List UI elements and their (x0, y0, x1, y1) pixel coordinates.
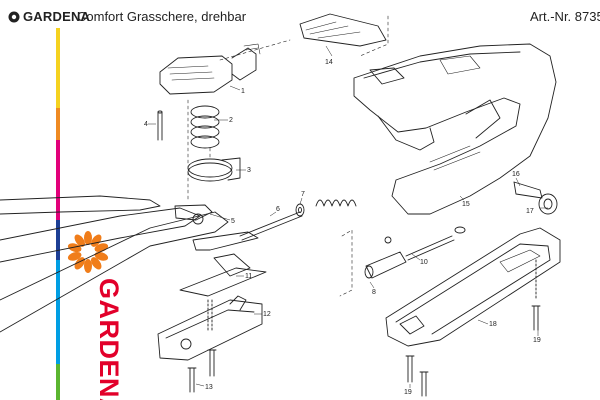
part-label-4: 4 (144, 121, 148, 128)
brand-name: GARDENA (23, 9, 91, 24)
part-label-19b: 19 (404, 389, 412, 396)
part-15-handle-top (353, 43, 557, 215)
part-label-12: 12 (263, 311, 271, 318)
gardena-flower-logo-icon (67, 231, 109, 273)
article-number: Art.-Nr. 8735 (530, 9, 600, 24)
part-13-screws (187, 299, 217, 393)
part-label-3: 3 (247, 167, 251, 174)
part-label-1: 1 (241, 88, 245, 95)
page-title: Comfort Grasschere, drehbar (77, 9, 247, 24)
color-stripe-magenta (56, 140, 60, 220)
part-label-14: 14 (325, 59, 333, 66)
gardena-logo-text: GARDENA (94, 278, 124, 400)
blade-assembly (0, 195, 259, 333)
part-label-15: 15 (462, 201, 470, 208)
part-14-finger-grip (299, 13, 387, 47)
part-label-17: 17 (526, 208, 534, 215)
part-label-13: 13 (205, 384, 213, 391)
part-label-5: 5 (231, 218, 235, 225)
color-stripe-cyan (56, 260, 60, 364)
part-label-19a: 19 (533, 337, 541, 344)
part-18-base-tray (385, 227, 561, 347)
part-label-2: 2 (229, 117, 233, 124)
spring-right (315, 199, 357, 207)
guide-lines (187, 15, 389, 297)
part-2-spring (190, 105, 220, 149)
part-label-18: 18 (489, 321, 497, 328)
color-stripe-orange (56, 108, 60, 140)
part-label-11: 11 (245, 273, 252, 280)
part-19-screws (405, 259, 541, 397)
part-label-10: 10 (420, 259, 428, 266)
part-label-7: 7 (301, 191, 305, 198)
part-label-6: 6 (276, 206, 280, 213)
header-brand: GARDENA (8, 9, 90, 24)
part-6-rod (239, 211, 303, 241)
part-8-roller (364, 236, 407, 279)
part-12-lower-housing (157, 295, 263, 361)
gardena-flower-icon (8, 11, 20, 22)
part-15-handle-grip (377, 99, 501, 151)
color-stripe-yellow (56, 28, 60, 108)
color-stripe-green (56, 364, 60, 400)
part-11-plate (179, 267, 267, 297)
part-16-shaft (513, 181, 543, 199)
color-stripe-blue (56, 220, 60, 260)
part-17-end-cap (538, 193, 558, 215)
part-4-pin (157, 110, 163, 141)
part-1-rotation-head (159, 43, 261, 95)
part-label-16: 16 (512, 171, 520, 178)
part-label-8: 8 (372, 289, 376, 296)
